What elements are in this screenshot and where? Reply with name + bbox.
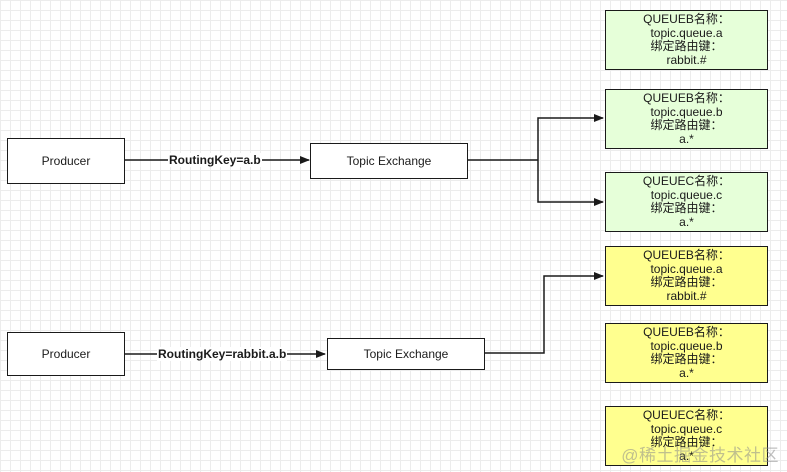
queue-id: topic.queue.a (650, 25, 723, 40)
binding-key: rabbit.# (666, 288, 707, 303)
top-queue-b-box: QUEUEB名称： topic.queue.b 绑定路由键： a.* (605, 89, 768, 149)
binding-key: a.* (679, 214, 694, 229)
bottom-queue-a-box: QUEUEB名称： topic.queue.a 绑定路由键： rabbit.# (605, 246, 768, 306)
queue-id: topic.queue.c (650, 187, 723, 202)
top-arrow-to-queue-b (537, 114, 604, 160)
queue-id: topic.queue.a (650, 261, 723, 276)
watermark: @稀土掘金技术社区 (621, 446, 779, 465)
bottom-producer-label: Producer (41, 347, 91, 361)
top-routing-key-label: RoutingKey=a.b (168, 153, 262, 167)
bottom-queue-c-box: QUEUEC名称： topic.queue.c 绑定路由键： a.* (605, 406, 768, 466)
binding-key-label: 绑定路由键： (650, 201, 723, 215)
top-producer-box: Producer (7, 138, 125, 184)
bottom-exchange-label: Topic Exchange (363, 347, 449, 361)
top-queue-a-box: QUEUEB名称： topic.queue.a 绑定路由键： rabbit.# (605, 10, 768, 70)
queue-name: QUEUEC名称： (642, 408, 731, 422)
binding-key-label: 绑定路由键： (650, 352, 723, 366)
bottom-producer-box: Producer (7, 332, 125, 376)
bottom-arrow-to-queue-a (485, 272, 604, 354)
bottom-exchange-box: Topic Exchange (327, 338, 485, 370)
queue-name: QUEUEB名称： (643, 248, 730, 262)
queue-id: topic.queue.b (650, 338, 723, 353)
binding-key: a.* (679, 365, 694, 380)
queue-name: QUEUEB名称： (643, 12, 730, 26)
queue-id: topic.queue.b (650, 104, 723, 119)
queue-name: QUEUEB名称： (643, 325, 730, 339)
queue-name: QUEUEC名称： (642, 174, 731, 188)
top-exchange-label: Topic Exchange (346, 154, 432, 168)
bottom-queue-b-box: QUEUEB名称： topic.queue.b 绑定路由键： a.* (605, 323, 768, 383)
binding-key-label: 绑定路由键： (650, 275, 723, 289)
binding-key: a.* (679, 131, 694, 146)
binding-key: a.* (679, 448, 694, 463)
queue-name: QUEUEB名称： (643, 91, 730, 105)
binding-key-label: 绑定路由键： (650, 39, 723, 53)
top-arrow-to-queue-c (537, 160, 604, 206)
queue-id: topic.queue.c (650, 421, 723, 436)
binding-key-label: 绑定路由键： (650, 435, 723, 449)
binding-key: rabbit.# (666, 52, 707, 67)
top-queue-c-box: QUEUEC名称： topic.queue.c 绑定路由键： a.* (605, 172, 768, 232)
top-exchange-box: Topic Exchange (310, 143, 468, 179)
top-producer-label: Producer (41, 154, 91, 168)
bottom-routing-key-label: RoutingKey=rabbit.a.b (157, 347, 288, 361)
binding-key-label: 绑定路由键： (650, 118, 723, 132)
